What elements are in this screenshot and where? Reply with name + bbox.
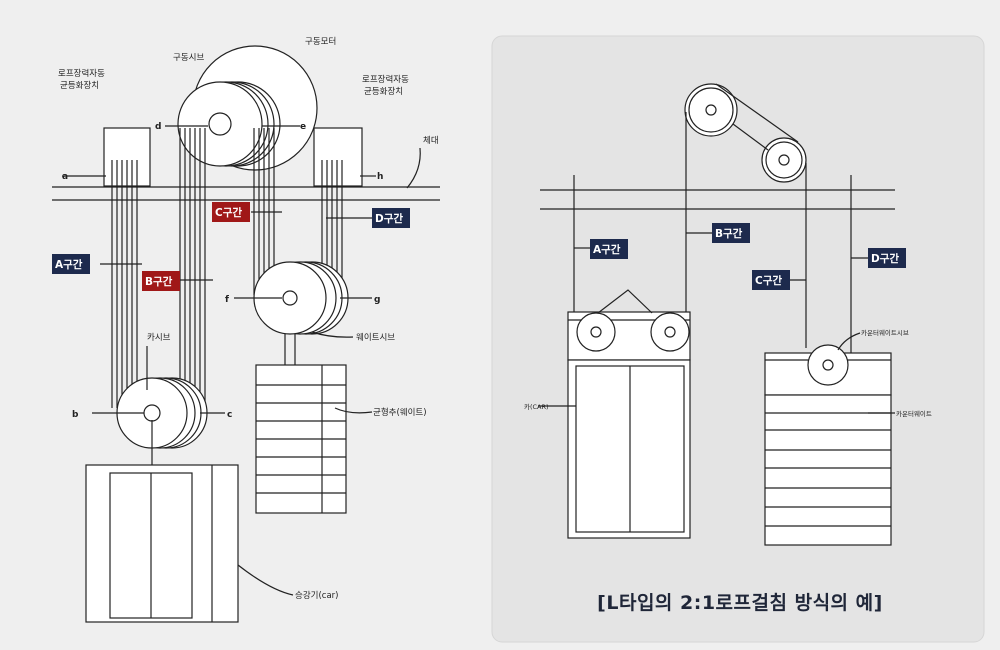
beam-label: 체대 xyxy=(423,135,439,146)
right-section-c-badge xyxy=(752,270,790,290)
rope-fix-right-label-2: 균등화장치 xyxy=(364,86,403,97)
drive-sheave-label: 구동시브 xyxy=(173,53,204,63)
right-section-b-text: B구간 xyxy=(715,227,743,240)
car-sheave-label: 카시브 xyxy=(147,333,171,343)
left-section-b-badge xyxy=(142,271,180,291)
rope-fix-left-label-1: 로프장력자동 xyxy=(58,68,105,79)
right-section-d-badge xyxy=(868,248,906,268)
letter-g: g xyxy=(374,295,380,305)
right-car-sheave-right xyxy=(650,312,690,352)
left-car-box xyxy=(85,464,239,623)
right-cw-sheave xyxy=(807,344,849,386)
right-section-c-text: C구간 xyxy=(755,274,782,287)
weight-sheave-label: 웨이트시브 xyxy=(356,332,395,343)
letter-a: a xyxy=(62,172,68,182)
letter-d: d xyxy=(155,122,161,132)
left-rope-box-right xyxy=(313,127,363,187)
left-section-d-badge xyxy=(372,208,410,228)
right-counterweight-block xyxy=(764,394,892,546)
letter-c: c xyxy=(227,410,232,420)
right-section-d-text: D구간 xyxy=(871,252,899,265)
right-section-a-text: A구간 xyxy=(593,243,621,256)
left-section-a-badge xyxy=(52,254,90,274)
letter-e: e xyxy=(300,122,306,132)
left-section-d-text: D구간 xyxy=(375,212,403,225)
left-section-b-text: B구간 xyxy=(145,275,173,288)
letter-b: b xyxy=(72,410,79,420)
right-car-box xyxy=(567,359,691,539)
left-section-a-text: A구간 xyxy=(55,258,83,271)
right-section-a-badge xyxy=(590,239,628,259)
car-label: 승강기(car) xyxy=(295,590,338,601)
letter-f: f xyxy=(225,295,229,305)
right-section-b-badge xyxy=(712,223,750,243)
left-diagram xyxy=(52,45,440,623)
left-section-c-text: C구간 xyxy=(215,206,242,219)
counterweight-label: 균형추(웨이트) xyxy=(373,407,427,418)
rope-fix-left-label-2: 균등화장치 xyxy=(60,80,99,91)
right-caption: [L타입의 2:1로프걸침 방식의 예] xyxy=(597,592,883,614)
right-diagram xyxy=(538,83,895,546)
right-panel xyxy=(491,35,985,643)
drive-motor-label: 구동모터 xyxy=(305,37,336,47)
rope-fix-right-label-1: 로프장력자동 xyxy=(362,74,409,85)
right-cw-label: 카운터웨이트 xyxy=(896,409,932,418)
right-car-label: 카(CAR) xyxy=(524,402,549,411)
letter-h: h xyxy=(377,172,383,182)
left-section-c-badge xyxy=(212,202,250,222)
right-car-sheave-left xyxy=(576,312,616,352)
right-cw-sheave-label: 카운터웨이트시브 xyxy=(861,328,909,337)
